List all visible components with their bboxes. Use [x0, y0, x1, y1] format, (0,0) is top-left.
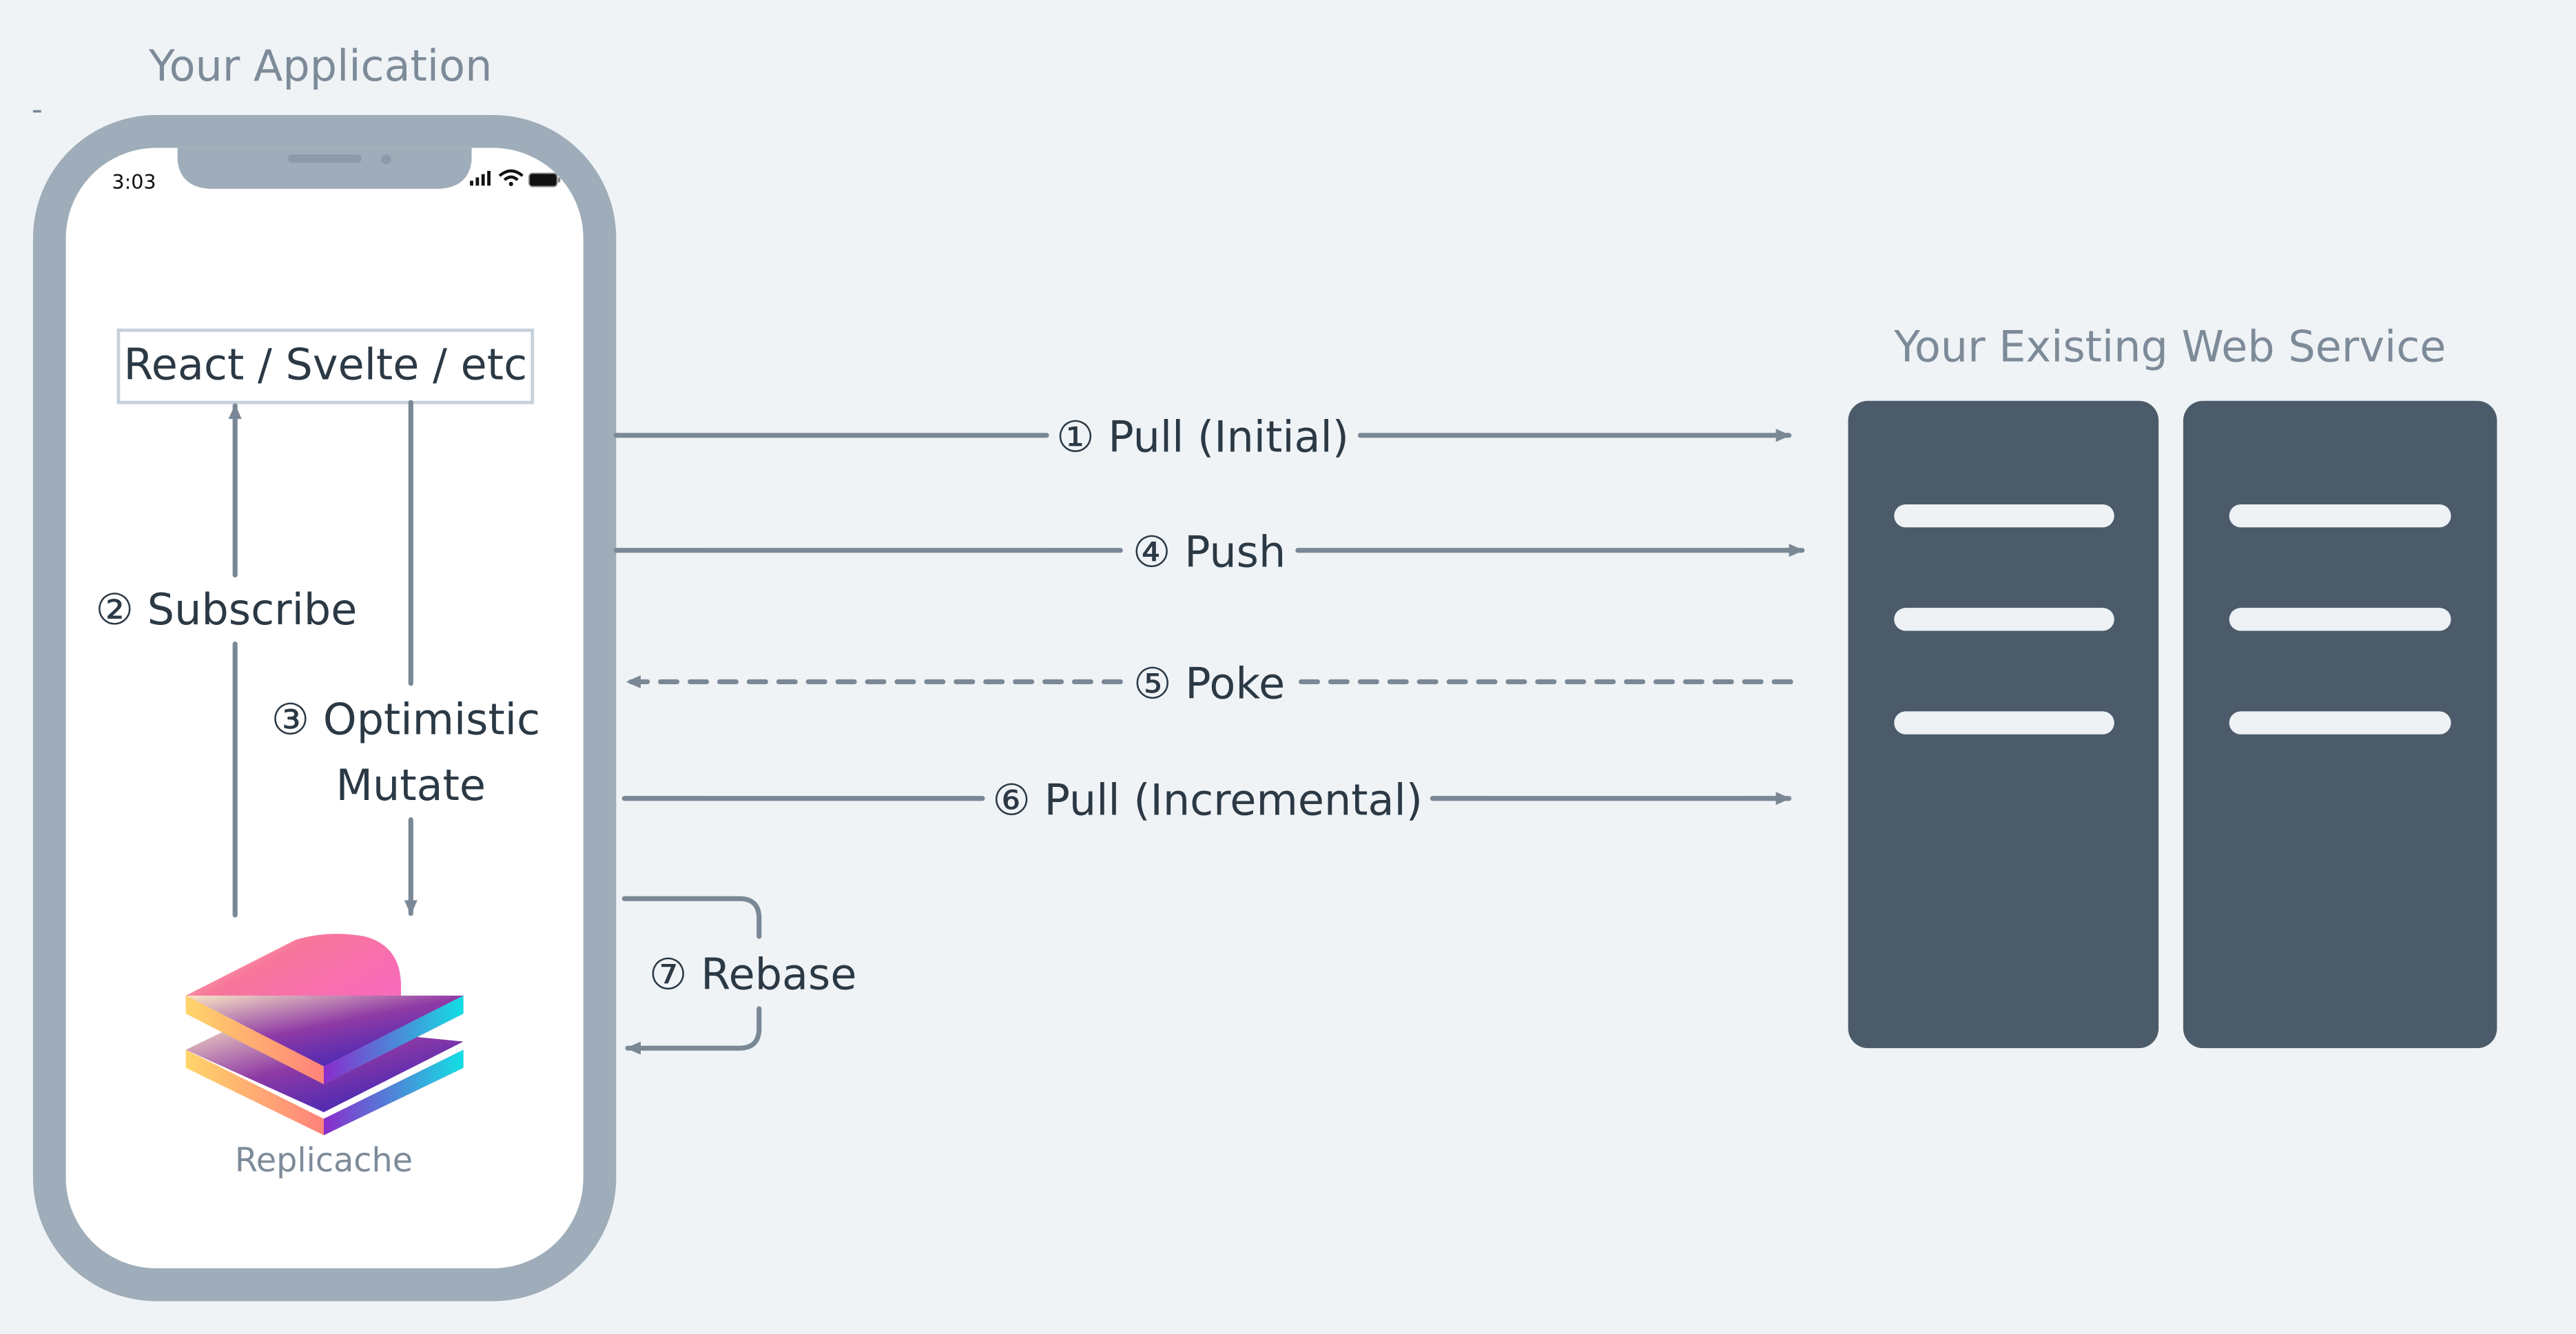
framework-label: React / Svelte / etc [123, 340, 527, 390]
server-title: Your Existing Web Service [1893, 322, 2446, 372]
flow-poke: ⑤ Poke [625, 658, 1793, 708]
replicache-logo-icon [185, 934, 464, 1136]
subscribe-label: ② Subscribe [96, 584, 358, 635]
app-title: Your Application [148, 41, 492, 91]
phone: 3:03 React / Svelte / etc ② Subscribe ③ … [32, 114, 617, 1302]
server-icon [1848, 400, 2497, 1049]
replicache-label: Replicache [235, 1142, 413, 1180]
mutate-label-line2: Mutate [336, 760, 486, 810]
flow-push: ④ Push [613, 527, 1805, 577]
framework-box [116, 328, 535, 404]
battery-icon [528, 172, 561, 187]
phone-screen [65, 147, 584, 1269]
poke-label: ⑤ Poke [1133, 658, 1285, 708]
phone-notch [177, 147, 472, 189]
wifi-icon [498, 169, 524, 187]
push-label: ④ Push [1133, 527, 1286, 577]
stray-mark [32, 110, 41, 113]
flow-pull-incremental: ⑥ Pull (Incremental) [621, 775, 1792, 825]
speaker [287, 154, 362, 163]
flow-rebase: ⑦ Rebase [621, 896, 856, 1055]
signal-icon [470, 170, 491, 186]
pull-incremental-label: ⑥ Pull (Incremental) [992, 775, 1423, 825]
mutate-label-line1: ③ Optimistic [271, 695, 540, 745]
camera [381, 154, 391, 165]
flow-pull-initial: ① Pull (Initial) [613, 412, 1792, 462]
status-time: 3:03 [112, 170, 156, 194]
pull-initial-label: ① Pull (Initial) [1056, 412, 1349, 462]
rebase-label: ⑦ Rebase [649, 949, 856, 999]
